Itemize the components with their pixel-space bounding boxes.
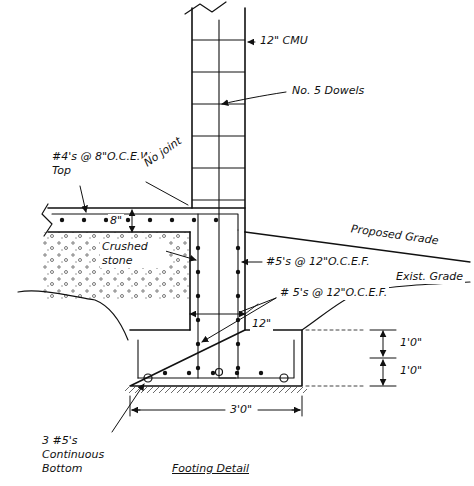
callout-note: 3 #5's Continuous Bottom bbox=[40, 434, 140, 475]
callout-note: # 5's @ 12"O.C.E.F. bbox=[278, 286, 389, 300]
dimension-label: 8" bbox=[108, 214, 124, 228]
callout-note: Proposed Grade bbox=[348, 222, 441, 248]
callout-note: Exist. Grade bbox=[394, 270, 465, 284]
callout-note: Crushed stone bbox=[100, 240, 166, 268]
callout-note: #5's @ 12"O.C.E.F. bbox=[264, 255, 372, 269]
dimension-label: 12" bbox=[250, 317, 273, 331]
detail-caption: Footing Detail bbox=[170, 462, 251, 475]
callout-note: No. 5 Dowels bbox=[290, 84, 366, 98]
dimension-label: 3'0" bbox=[228, 403, 254, 417]
callout-note: 12" CMU bbox=[258, 34, 310, 48]
dimension-label: 1'0" bbox=[398, 336, 424, 350]
dimension-label: 1'0" bbox=[398, 364, 424, 378]
